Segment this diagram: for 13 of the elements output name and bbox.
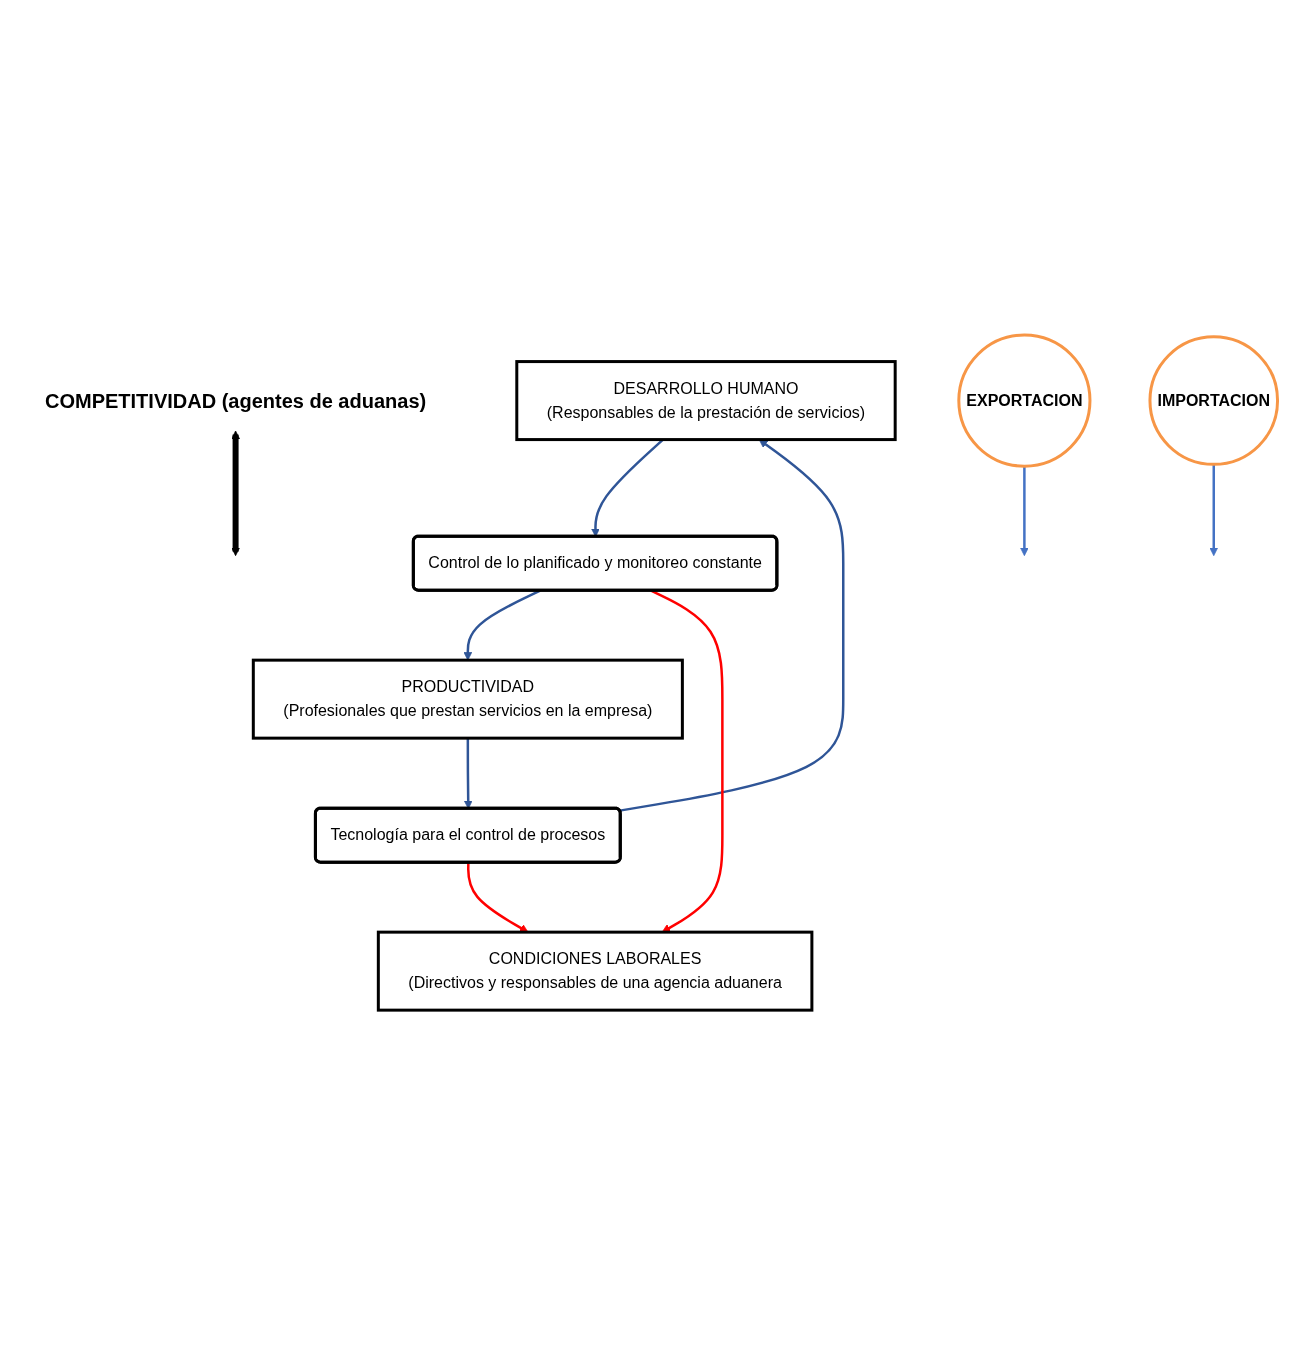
flowchart-diagram: DESARROLLO HUMANO (Responsables de la prestación de servicios) COMPETITIVIDAD (agentes de aduanas) EXPORTACION IMPORTACION Control de lo planificado y monitoreo constante PRODUCTIVIDAD (Profesionales que prestan servicios en la empresa) Tecnología para el control de procesos CONDICIONES LABORALES (Directivos y responsables de una agencia aduanera [6,326,1286,1019]
arrow [1209,464,1218,556]
node-box [251,658,684,740]
arrow [1019,466,1029,556]
arrow [230,430,240,556]
node-box [376,930,814,1012]
arrow [619,439,845,812]
node-text: COMPETITIVIDAD (agentes de aduanas) [44,389,426,412]
node-circle [957,333,1092,468]
node-circle [1148,335,1279,466]
node-box [515,360,897,441]
arrow [463,738,473,809]
arrow [466,862,529,933]
